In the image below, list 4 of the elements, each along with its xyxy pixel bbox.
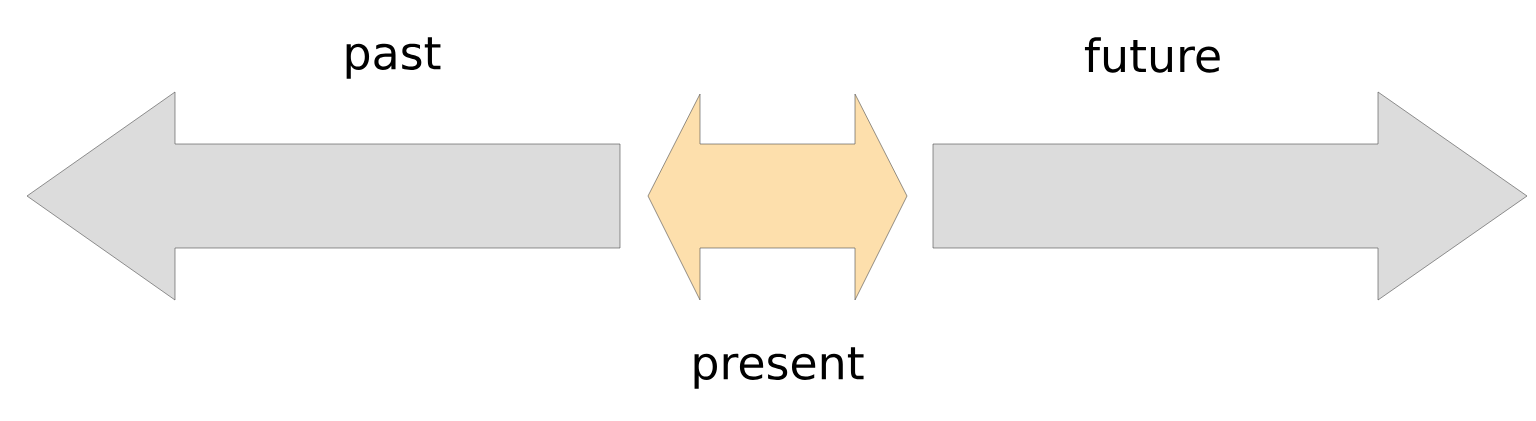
arrow-label: past (346, 37, 441, 79)
edge-label: present (694, 347, 864, 389)
double-arrow (647, 93, 908, 301)
arrow-label: future (1084, 37, 1220, 73)
